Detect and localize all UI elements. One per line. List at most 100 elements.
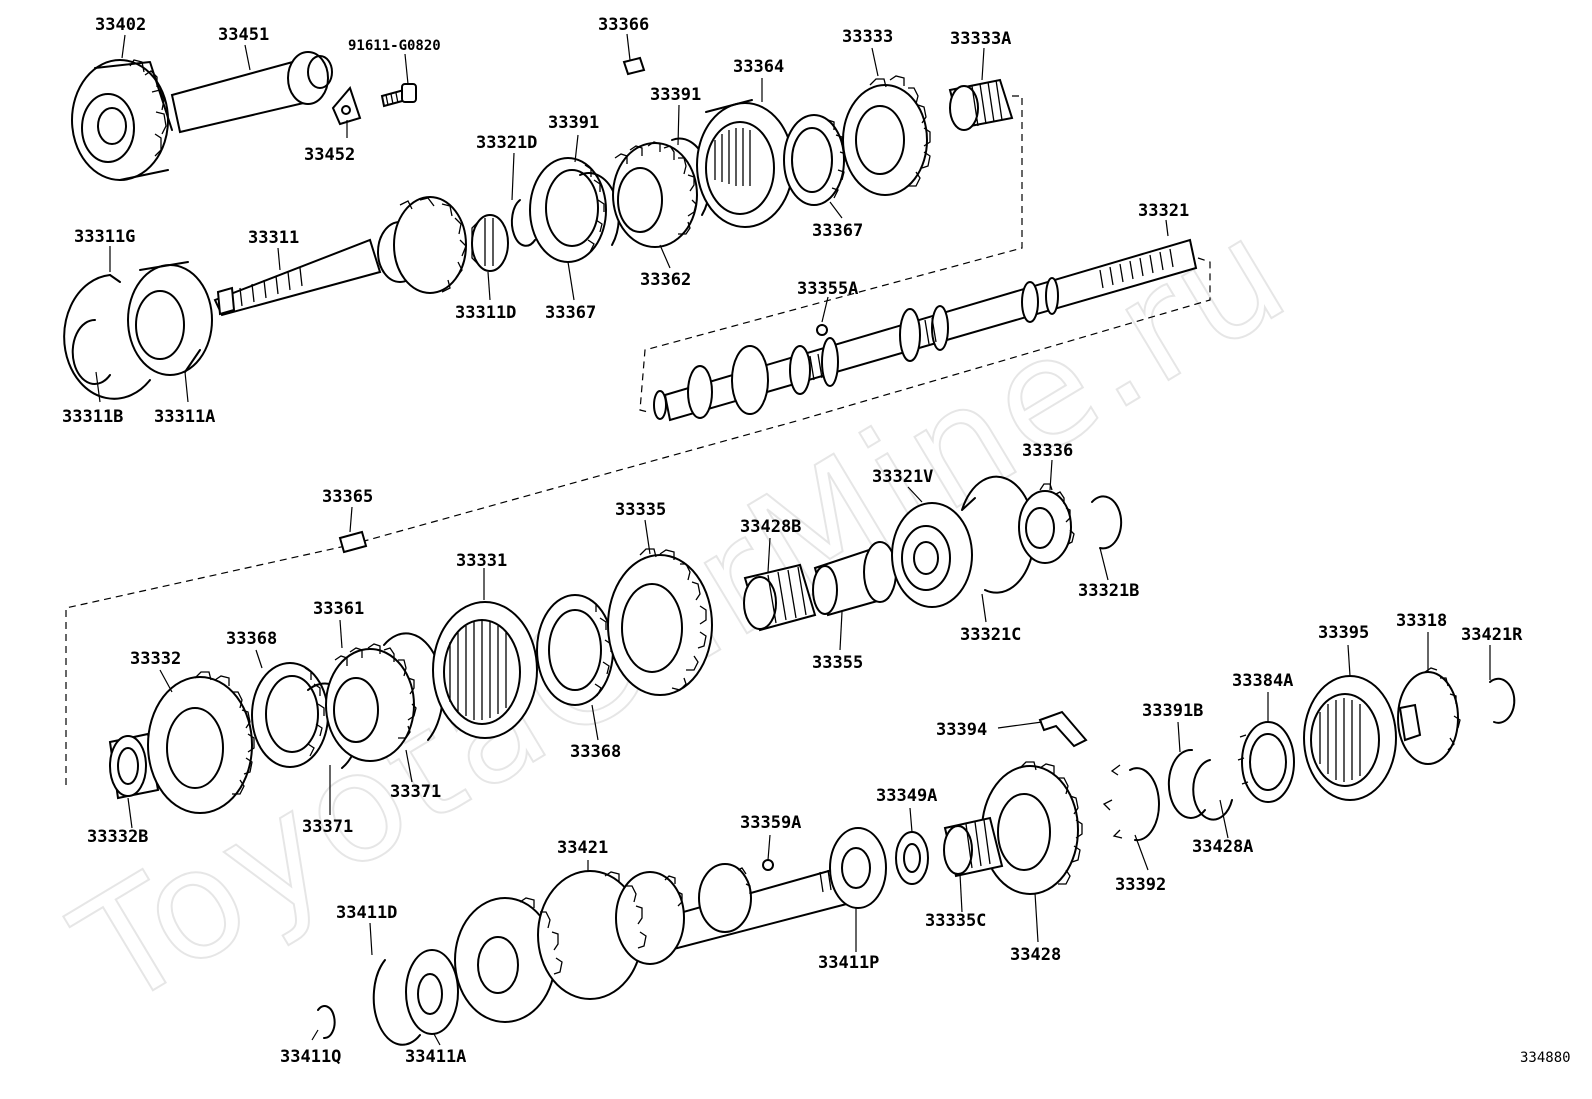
part-33331-synchronizer-sleeve xyxy=(432,601,538,739)
label-33331: 33331 xyxy=(456,551,507,571)
part-33366-shifting-key xyxy=(622,56,646,76)
label-33332B: 33332B xyxy=(87,827,148,847)
label-33391-upper: 33391 xyxy=(650,85,701,105)
part-33428-gear xyxy=(981,761,1083,895)
label-33411Q: 33411Q xyxy=(280,1047,341,1067)
label-33452: 33452 xyxy=(304,145,355,165)
part-33411P-bearing xyxy=(829,827,887,909)
part-33335-gear xyxy=(607,548,713,696)
label-33411A: 33411A xyxy=(405,1047,466,1067)
label-33392: 33392 xyxy=(1115,875,1166,895)
label-33371-left: 33371 xyxy=(302,817,353,837)
part-33311-input-shaft xyxy=(213,196,467,317)
part-33311A-bearing xyxy=(127,261,213,376)
label-33318: 33318 xyxy=(1396,611,1447,631)
label-33367-lower: 33367 xyxy=(545,303,596,323)
part-33335C-needle-bearing xyxy=(943,816,1004,878)
part-33321V-bearing xyxy=(891,502,973,608)
leader-lines xyxy=(95,33,1491,1046)
part-33336-gear xyxy=(1018,483,1075,564)
label-33428A: 33428A xyxy=(1192,837,1253,857)
label-33411D: 33411D xyxy=(336,903,397,923)
label-33311D: 33311D xyxy=(455,303,516,323)
part-33395-synchronizer-sleeve xyxy=(1303,675,1397,801)
part-33311D-needle-bearing xyxy=(471,214,509,272)
part-91611-G0820-bolt xyxy=(380,83,417,108)
label-33311G: 33311G xyxy=(74,227,135,247)
part-33428B-needle-bearing xyxy=(743,563,817,632)
label-33332: 33332 xyxy=(130,649,181,669)
part-33359A-ball xyxy=(762,859,774,871)
part-33402-gear xyxy=(71,59,173,181)
label-33335: 33335 xyxy=(615,500,666,520)
part-33411Q-snap-ring xyxy=(317,1005,336,1040)
part-33451-shaft xyxy=(170,51,333,134)
part-33364-synchronizer-sleeve xyxy=(696,99,794,228)
part-33318-hub xyxy=(1397,667,1461,765)
part-33421-counter-gear xyxy=(454,863,864,1023)
part-33411D-snap-ring xyxy=(372,959,421,1046)
part-33362-hub-sleeve xyxy=(612,141,698,248)
label-33321D: 33321D xyxy=(476,133,537,153)
part-33311B-snap-ring xyxy=(71,318,111,385)
part-33368-synchronizer-ring-b xyxy=(536,594,614,706)
label-33336: 33336 xyxy=(1022,441,1073,461)
part-33361-hub-sleeve xyxy=(325,643,417,762)
part-33355-bushing xyxy=(812,541,897,617)
label-91611-G0820: 91611-G0820 xyxy=(348,38,441,54)
part-33321D-snap-ring xyxy=(510,199,536,247)
part-33355A-ball xyxy=(816,324,828,336)
label-33321V: 33321V xyxy=(872,467,933,487)
label-33364: 33364 xyxy=(733,57,784,77)
part-33333-gear xyxy=(842,75,931,196)
label-33391-lower: 33391 xyxy=(548,113,599,133)
part-labels: 33402 33451 91611-G0820 33452 33366 3336… xyxy=(62,15,1523,1067)
label-33321B: 33321B xyxy=(1078,581,1139,601)
label-33349A: 33349A xyxy=(876,786,937,806)
part-33411A-bearing xyxy=(405,949,459,1035)
label-33384A: 33384A xyxy=(1232,671,1293,691)
part-33384A-synchronizer-ring xyxy=(1237,721,1295,803)
part-33311G-snap-ring xyxy=(63,274,151,400)
label-33421: 33421 xyxy=(557,838,608,858)
label-33421R: 33421R xyxy=(1461,625,1523,645)
figure-id: 334880 xyxy=(1520,1050,1571,1066)
label-33355A: 33355A xyxy=(797,279,858,299)
label-33371-right: 33371 xyxy=(390,782,441,802)
part-33333A-needle-bearing xyxy=(948,78,1014,131)
label-33394: 33394 xyxy=(936,720,987,740)
label-33311A: 33311A xyxy=(154,407,215,427)
label-33333: 33333 xyxy=(842,27,893,47)
label-33359A: 33359A xyxy=(740,813,801,833)
label-33362: 33362 xyxy=(640,270,691,290)
label-33335C: 33335C xyxy=(925,911,986,931)
label-33411P: 33411P xyxy=(818,953,879,973)
label-33361: 33361 xyxy=(313,599,364,619)
part-33428A-snap-ring xyxy=(1192,759,1233,821)
part-33394-shift-lever xyxy=(1038,710,1088,748)
label-33368-lower: 33368 xyxy=(570,742,621,762)
label-33311B: 33311B xyxy=(62,407,123,427)
part-33321-output-shaft xyxy=(653,238,1198,422)
label-33311: 33311 xyxy=(248,228,299,248)
part-33332-gear xyxy=(147,671,255,814)
part-33392-shifting-key-retainer xyxy=(1102,764,1160,842)
label-33402: 33402 xyxy=(95,15,146,35)
label-33428: 33428 xyxy=(1010,945,1061,965)
label-33321: 33321 xyxy=(1138,201,1189,221)
part-33321B-snap-ring xyxy=(1091,495,1123,550)
part-33332B-needle-bearing xyxy=(108,732,160,800)
label-33395: 33395 xyxy=(1318,623,1369,643)
label-33367-upper: 33367 xyxy=(812,221,863,241)
part-33349A-spacer xyxy=(895,831,929,885)
part-33368-synchronizer-ring-a xyxy=(251,662,329,768)
label-33368-upper: 33368 xyxy=(226,629,277,649)
group-boundary-33321 xyxy=(639,95,1211,421)
label-33366: 33366 xyxy=(598,15,649,35)
part-33421R-snap-ring xyxy=(1489,677,1516,724)
label-33333A: 33333A xyxy=(950,29,1011,49)
part-33391B-key-spring xyxy=(1167,748,1206,819)
label-33321C: 33321C xyxy=(960,625,1021,645)
part-33452-lock-plate xyxy=(331,86,362,126)
